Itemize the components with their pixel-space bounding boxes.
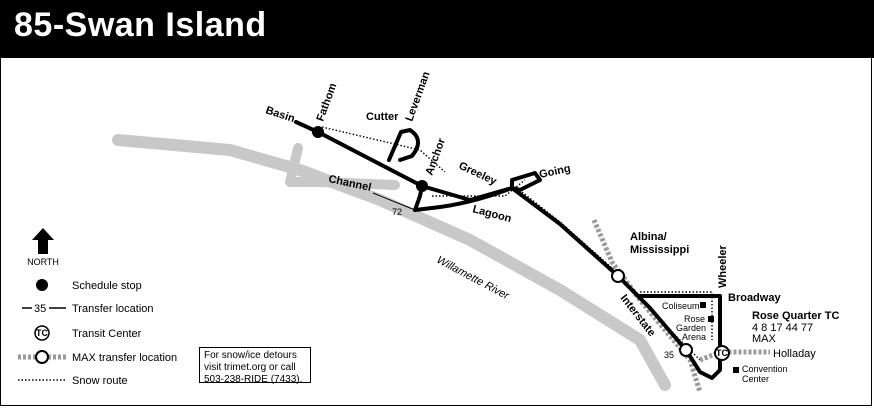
legend-max-icon [35,350,49,364]
street-label-fathom: Fathom [315,81,340,123]
street-label-cutter: Cutter [366,111,399,123]
street-label-anchor: Anchor [424,136,449,177]
max-transfer-albina [611,269,625,283]
legend-max-transfer: MAX transfer location [72,352,177,364]
coliseum-marker [700,302,706,308]
channel-pointer [372,192,416,211]
place-label-garden: Garden [676,323,706,333]
legend-stop-icon [36,279,48,291]
svg-text:TC: TC [716,348,728,358]
north-arrow: NORTH [27,228,59,267]
rose-garden-marker [708,316,714,322]
transit-center-max: MAX [752,333,777,345]
transit-center-rose-quarter: TC [714,345,730,361]
street-label-holladay: Holladay [773,348,816,360]
svg-text:TC: TC [36,328,48,338]
place-label-mississippi: Mississippi [630,244,689,256]
river-shapes [112,134,671,391]
place-label-albina: Albina/ [630,231,667,243]
legend-transfer-location: Transfer location [72,303,154,315]
header-bar: 85-Swan Island [0,0,874,58]
route-going-loop [510,171,542,192]
route-number-35: 35 [664,350,674,360]
max-transfer-points [611,269,693,357]
map-frame [0,58,872,406]
legend: Schedule stop 35 Transfer location TC Tr… [18,279,177,387]
snow-notice-line1: For snow/ice detours [204,350,297,361]
svg-text:NORTH: NORTH [27,257,59,267]
legend-transit-center: Transit Center [72,328,142,340]
convention-center-marker [733,367,739,373]
stop-anchor [416,180,428,192]
swan-lagoon-outline [285,143,400,190]
stop-fathom [312,126,324,138]
route-title: 85-Swan Island [14,6,267,44]
snow-notice-line3: 503-238-RIDE (7433). [204,374,303,385]
legend-snow-route: Snow route [72,375,128,387]
legend-tc-icon [34,325,50,341]
transit-center-name: Rose Quarter TC [752,310,839,322]
max-transfer-interstate [679,343,693,357]
place-label-convention: Convention [742,364,788,374]
place-label-coliseum: Coliseum [662,301,700,311]
legend-schedule-stop: Schedule stop [72,280,142,292]
street-label-basin: Basin [264,104,296,125]
snow-notice-line2: visit trimet.org or call [204,362,296,373]
route-number-72: 72 [392,207,402,217]
place-label-center: Center [742,374,769,384]
max-line-holladay [699,349,770,363]
route-interstate [420,184,722,380]
north-arrow-icon [32,228,54,254]
street-label-going: Going [538,163,572,181]
transit-center-routes: 4 8 17 44 77 [752,322,813,334]
legend-transfer-number: 35 [34,303,46,315]
route-leverman-loop [387,128,420,162]
street-label-broadway: Broadway [728,292,781,304]
schedule-stops [312,126,428,192]
street-label-lagoon: Lagoon [471,203,513,225]
river-bank-main [112,134,671,391]
snow-notice-box: For snow/ice detours visit trimet.org or… [199,347,311,385]
street-label-wheeler: Wheeler [717,244,729,288]
place-label-arena: Arena [682,332,706,342]
street-label-leverman: Leverman [404,70,433,123]
place-label-rose: Rose [684,314,705,324]
street-label-greeley: Greeley [457,160,499,188]
